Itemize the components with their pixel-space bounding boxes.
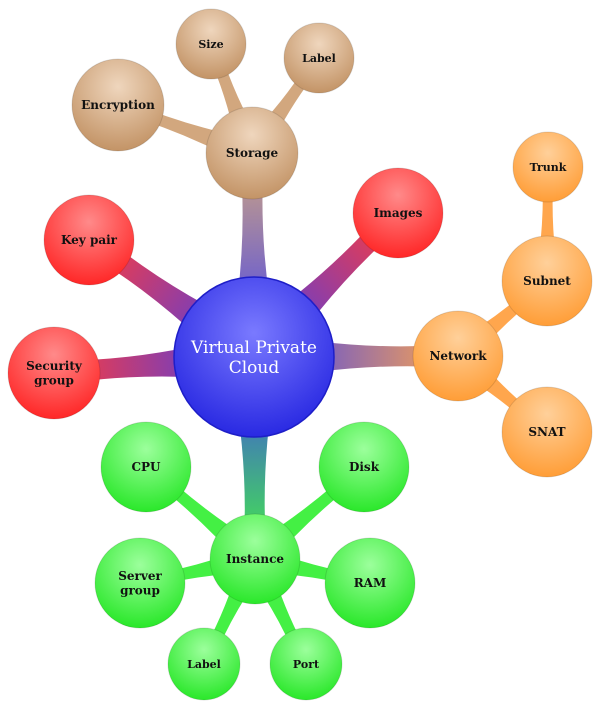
storage-size-node-circle <box>175 8 247 80</box>
network-subnet-node-circle <box>501 235 593 327</box>
network-subnet-node[interactable]: Subnet <box>501 235 593 327</box>
storage-encryption-node-circle <box>71 58 165 152</box>
storage-node-label: Storage <box>226 146 279 160</box>
instance-disk-node-circle <box>318 421 410 513</box>
images-node-circle <box>352 167 444 259</box>
instance-ram-node-label: RAM <box>354 576 387 590</box>
center-node-label: Virtual Private <box>190 338 317 358</box>
images-node-label: Images <box>374 206 423 220</box>
instance-node-circle <box>209 513 301 605</box>
subnet-trunk-node-circle <box>512 131 584 203</box>
instance-ram-node-circle <box>324 537 416 629</box>
instance-cpu-node-circle <box>100 421 192 513</box>
network-node-label: Network <box>429 349 487 363</box>
key-pair-node[interactable]: Key pair <box>43 194 135 286</box>
instance-port-node-circle <box>269 627 343 701</box>
storage-encryption-node-label: Encryption <box>81 98 155 112</box>
network-snat-node-label: SNAT <box>528 425 565 439</box>
storage-node[interactable]: Storage <box>205 106 299 200</box>
instance-server-group-node-circle <box>94 537 186 629</box>
instance-disk-node[interactable]: Disk <box>318 421 410 513</box>
instance-port-node[interactable]: Port <box>269 627 343 701</box>
network-snat-node-circle <box>501 386 593 478</box>
instance-label-node-label: Label <box>187 658 221 671</box>
subnet-trunk-node-label: Trunk <box>530 161 567 174</box>
instance-port-node-label: Port <box>293 658 320 671</box>
instance-node-label: Instance <box>226 552 284 566</box>
storage-label-node-circle <box>283 22 355 94</box>
security-group-node-label: Security <box>26 359 83 373</box>
images-node[interactable]: Images <box>352 167 444 259</box>
network-node[interactable]: Network <box>412 310 504 402</box>
network-subnet-node-label: Subnet <box>523 274 571 288</box>
storage-label-node-label: Label <box>302 52 336 65</box>
instance-ram-node[interactable]: RAM <box>324 537 416 629</box>
instance-label-node[interactable]: Label <box>167 627 241 701</box>
center-node-label: Cloud <box>229 358 280 378</box>
instance-cpu-node[interactable]: CPU <box>100 421 192 513</box>
storage-node-circle <box>205 106 299 200</box>
instance-node[interactable]: Instance <box>209 513 301 605</box>
instance-cpu-node-label: CPU <box>131 460 161 474</box>
instance-disk-node-label: Disk <box>349 460 380 474</box>
storage-encryption-node[interactable]: Encryption <box>71 58 165 152</box>
security-group-node-label: group <box>34 373 74 387</box>
storage-label-node[interactable]: Label <box>283 22 355 94</box>
network-snat-node[interactable]: SNAT <box>501 386 593 478</box>
network-node-circle <box>412 310 504 402</box>
storage-size-node-label: Size <box>198 38 223 51</box>
center-node-circle <box>173 276 335 438</box>
instance-server-group-node-label: group <box>120 583 160 597</box>
storage-size-node[interactable]: Size <box>175 8 247 80</box>
subnet-trunk-node[interactable]: Trunk <box>512 131 584 203</box>
instance-server-group-node-label: Server <box>118 569 162 583</box>
key-pair-node-circle <box>43 194 135 286</box>
key-pair-node-label: Key pair <box>61 233 118 247</box>
security-group-node-circle <box>7 326 101 420</box>
instance-label-node-circle <box>167 627 241 701</box>
